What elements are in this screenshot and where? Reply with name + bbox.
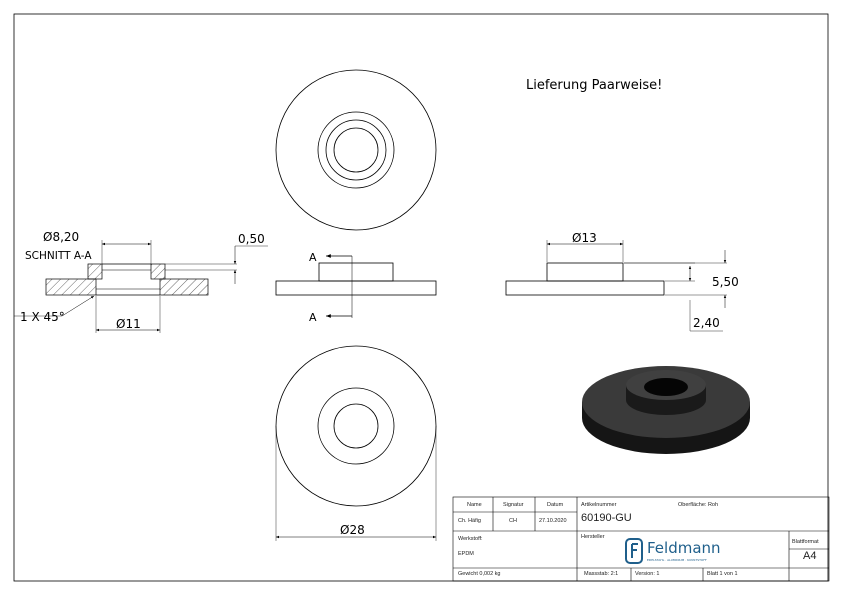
logo-tagline: EDELSTAHL · ALUMINIUM · KUNSTSTOFF: [647, 558, 707, 562]
dim-base-height: 2,40: [693, 316, 720, 330]
top-view: [275, 69, 437, 231]
dim-boss-dia: Ø13: [572, 231, 597, 245]
name-label: Name: [467, 502, 482, 508]
dim-height: 5,50: [712, 275, 739, 289]
weight: Gewicht 0,002 kg: [458, 571, 501, 577]
side-view: [275, 254, 437, 318]
material-value: EPDM: [458, 551, 474, 557]
manufacturer-label: Hersteller: [581, 534, 605, 540]
bottom-view: [275, 345, 437, 541]
title-block: Name Signatur Datum Ch. Häfig CH 27.10.2…: [453, 497, 829, 581]
date-label: Datum: [547, 502, 564, 508]
surface: Oberfläche: Roh: [678, 502, 719, 508]
section-marker-top: A: [309, 251, 317, 264]
section-title: SCHNITT A-A: [25, 250, 92, 262]
name-value: Ch. Häfig: [458, 518, 481, 524]
signature-label: Signatur: [503, 502, 524, 508]
feldmann-logo: Feldmann EDELSTAHL · ALUMINIUM · KUNSTST…: [625, 537, 721, 567]
sheet-border: [13, 13, 829, 582]
dim-outer-dia: Ø28: [340, 523, 365, 537]
isometric-view: [582, 366, 750, 454]
dim-inner-dia: Ø8,20: [43, 230, 79, 244]
logo-icon: [625, 538, 643, 564]
version: Version: 1: [635, 571, 660, 577]
right-side-view: [505, 240, 727, 332]
section-marker-bottom: A: [309, 311, 317, 324]
article-number: 60190-GU: [581, 512, 632, 524]
sheet-number: Blatt 1 von 1: [707, 571, 738, 577]
delivery-note: Lieferung Paarweise!: [526, 78, 662, 93]
section-view: [14, 240, 268, 333]
signature-value: CH: [509, 518, 517, 524]
logo-text: Feldmann: [647, 539, 721, 557]
format-label: Blattformat: [792, 539, 819, 545]
dim-chamfer-depth: 0,50: [238, 232, 265, 246]
format-value: A4: [803, 550, 817, 562]
scale: Massstab: 2:1: [584, 571, 619, 577]
title-block-grid: [452, 496, 830, 582]
dim-hole-dia: Ø11: [116, 317, 141, 331]
material-label: Werkstoff:: [458, 536, 483, 542]
dim-chamfer: 1 X 45°: [20, 310, 65, 324]
article-label: Artikelnummer: [581, 502, 617, 508]
date-value: 27.10.2020: [539, 518, 567, 524]
